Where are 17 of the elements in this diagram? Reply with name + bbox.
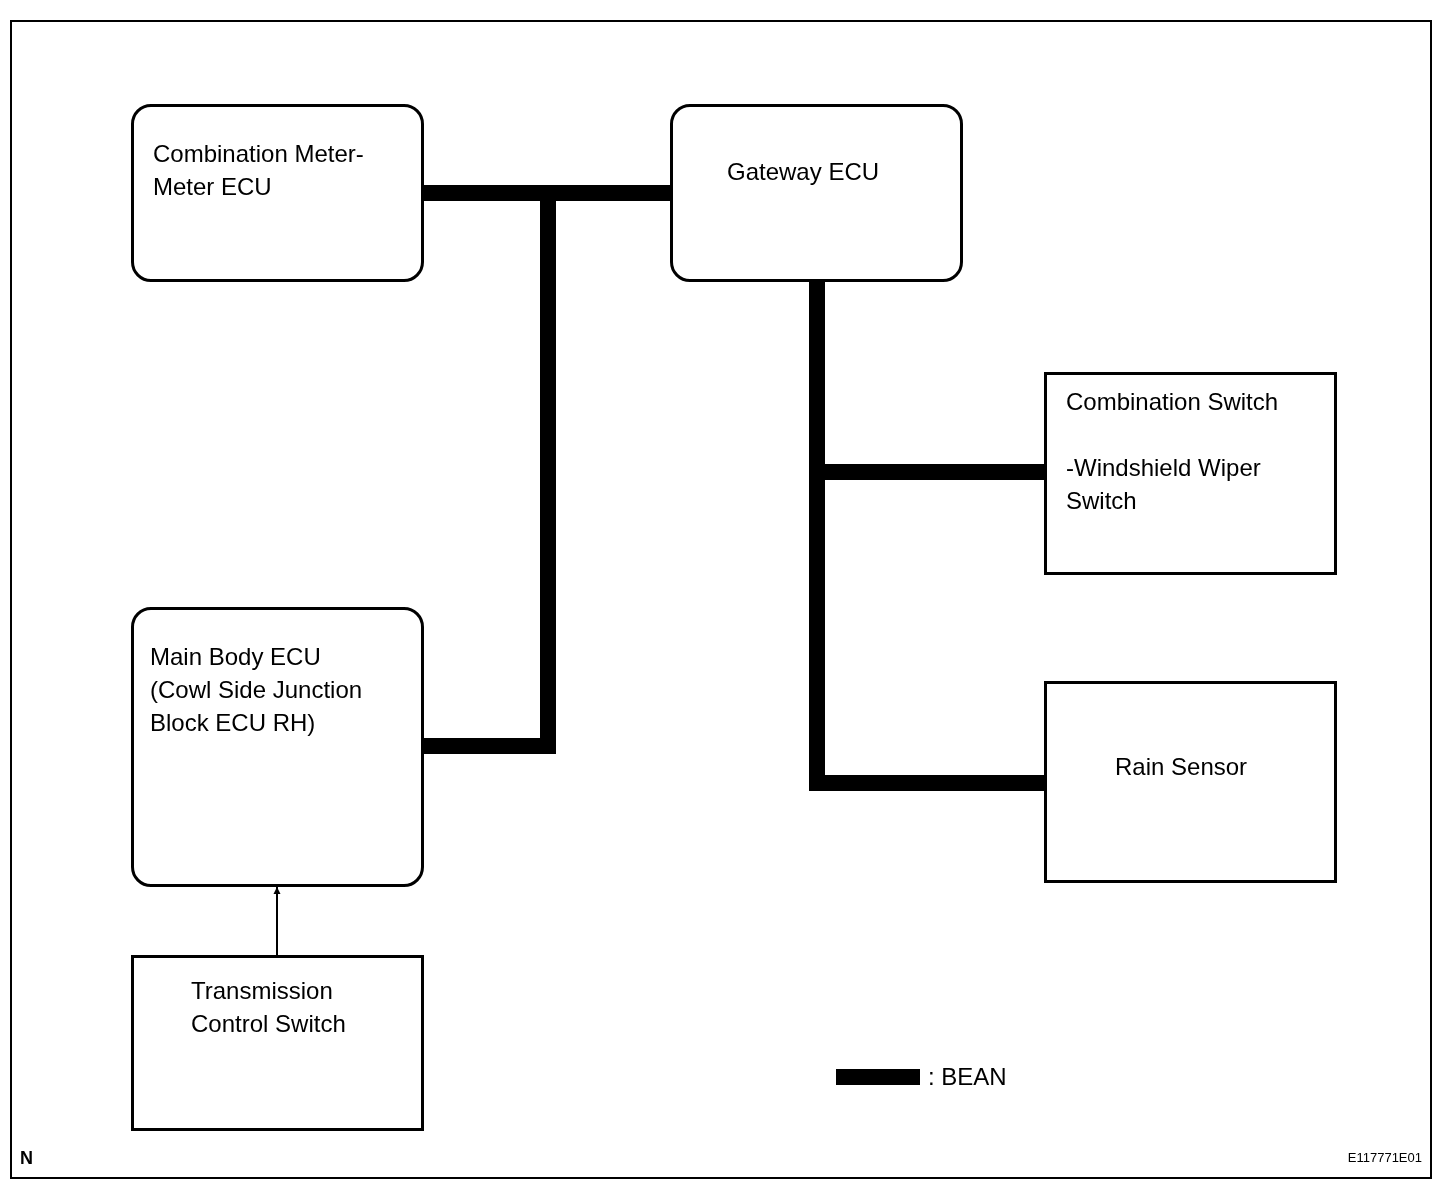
node-label: Main Body ECU (Cowl Side Junction Block ECU RH) bbox=[150, 642, 364, 738]
rounded-box bbox=[131, 104, 424, 282]
rounded-box bbox=[131, 607, 424, 887]
node-label: Combination Switch bbox=[1066, 387, 1280, 417]
arrow bbox=[273, 886, 281, 956]
node-label: Rain Sensor bbox=[1115, 752, 1249, 782]
box bbox=[1044, 681, 1337, 883]
node-label: -Windshield Wiper Switch bbox=[1066, 453, 1262, 516]
corner-label: N bbox=[20, 1147, 33, 1169]
rounded-box bbox=[670, 104, 963, 282]
box bbox=[1044, 372, 1337, 575]
legend-label: : BEAN bbox=[928, 1062, 1007, 1092]
box bbox=[131, 955, 424, 1131]
figure-code: E117771E01 bbox=[1347, 1150, 1422, 1166]
node-label: Combination Meter- Meter ECU bbox=[153, 139, 365, 202]
node-label: Gateway ECU bbox=[727, 157, 881, 187]
node-label: Transmission Control Switch bbox=[191, 976, 347, 1039]
